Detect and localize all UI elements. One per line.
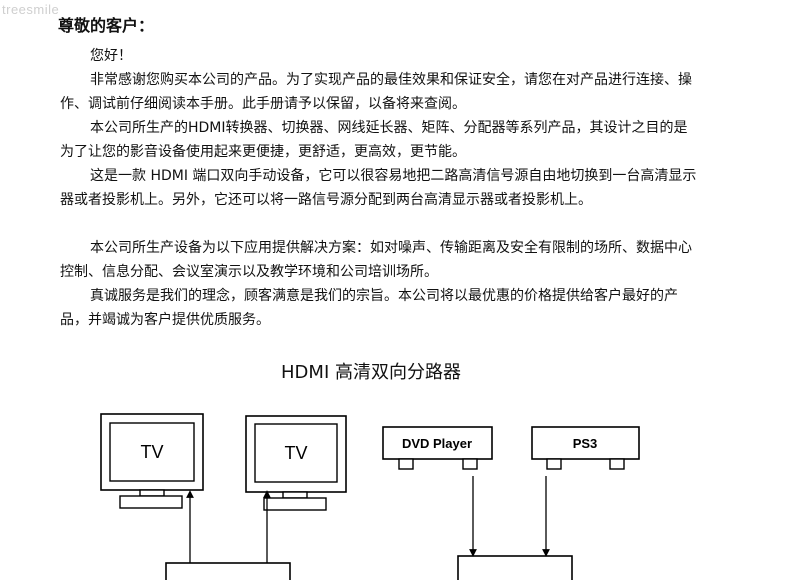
paragraph-products: 本公司所生产的HDMI转换器、切换器、网线延长器、矩阵、分配器等系列产品，其设计… [60,116,700,164]
tv-left-label: TV [140,442,163,462]
dvd-player-body [382,426,493,460]
paragraph-thanks: 非常感谢您购买本公司的产品。为了实现产品的最佳效果和保证安全，请您在对产品进行连… [60,68,700,116]
diagram-title: HDMI 高清双向分路器 [281,362,461,383]
paragraph-solutions-text: 本公司所生产设备为以下应用提供解决方案：如对噪声、传输距离及安全有限制的场所、数… [60,240,692,280]
ps3-foot-left [546,458,562,470]
tv-right-stand [263,497,327,511]
dvd-player-foot-left [398,458,414,470]
greeting-heading: 尊敬的客户： [58,16,155,35]
watermark: treesmile [2,2,60,17]
paragraph-service-text: 真诚服务是我们的理念，顾客满意是我们的宗旨。本公司将以最优惠的价格提供给客户最好… [60,288,678,328]
paragraph-service: 真诚服务是我们的理念，顾客满意是我们的宗旨。本公司将以最优惠的价格提供给客户最好… [60,284,700,332]
paragraph-device-intro: 这是一款 HDMI 端口双向手动设备，它可以很容易地把二路高清信号源自由地切换到… [60,164,700,212]
tv-right-neck [282,491,308,499]
splitter-box-left [165,562,291,580]
paragraph-products-text: 本公司所生产的HDMI转换器、切换器、网线延长器、矩阵、分配器等系列产品，其设计… [60,120,688,160]
dvd-player-foot-right [462,458,478,470]
tv-left-neck [139,489,165,497]
paragraph-hello: 您好！ [60,44,700,68]
tv-right: TV [245,415,347,511]
tv-right-label: TV [284,443,307,463]
paragraph-thanks-text: 非常感谢您购买本公司的产品。为了实现产品的最佳效果和保证安全，请您在对产品进行连… [60,72,692,112]
tv-right-screen [254,423,338,483]
ps3-label: PS3 [573,436,598,451]
dvd-player: DVD Player [382,426,493,470]
ps3-foot-right [609,458,625,470]
paragraph-solutions: 本公司所生产设备为以下应用提供解决方案：如对噪声、传输距离及安全有限制的场所、数… [60,236,700,284]
ps3-console: PS3 [531,426,640,470]
tv-left-screen [109,422,195,482]
paragraph-device-intro-text: 这是一款 HDMI 端口双向手动设备，它可以很容易地把二路高清信号源自由地切换到… [60,168,697,208]
dvd-player-label: DVD Player [402,436,472,451]
splitter-box-right [457,555,573,580]
ps3-body [531,426,640,460]
tv-left: TV [100,413,204,509]
paragraph-hello-text: 您好！ [90,48,132,64]
tv-left-stand [119,495,183,509]
